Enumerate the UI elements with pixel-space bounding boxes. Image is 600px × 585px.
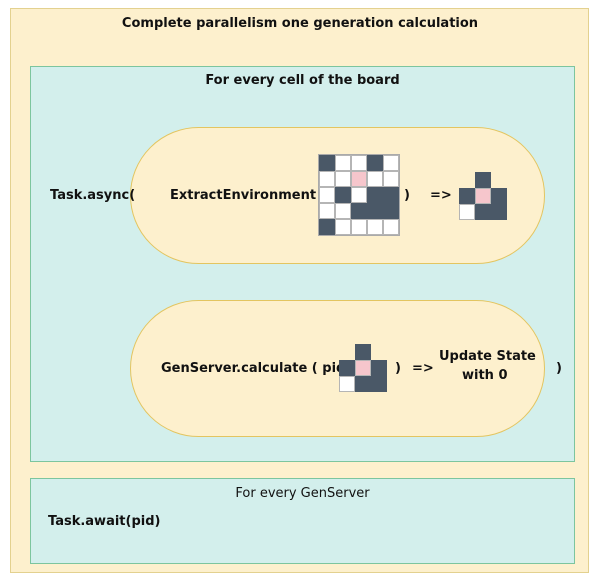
- center-cell: [355, 360, 371, 376]
- alive-cell: [459, 188, 475, 204]
- dead-cell: [383, 155, 399, 171]
- dead-cell: [335, 155, 351, 171]
- center-cell: [351, 171, 367, 187]
- extract-close-paren: ): [404, 188, 410, 203]
- alive-cell: [367, 203, 383, 219]
- arrow-1: =>: [430, 188, 452, 203]
- dead-cell: [459, 204, 475, 220]
- dead-cell: [319, 187, 335, 203]
- dead-cell: [383, 219, 399, 235]
- alive-cell: [319, 219, 335, 235]
- alive-cell: [475, 172, 491, 188]
- alive-cell: [319, 155, 335, 171]
- genserver-loop-box: [30, 478, 575, 564]
- alive-cell: [367, 187, 383, 203]
- dead-cell: [351, 155, 367, 171]
- dead-cell: [319, 203, 335, 219]
- empty-cell: [371, 344, 387, 360]
- calculate-pill: [130, 300, 545, 437]
- environment-grid: [459, 172, 507, 220]
- dead-cell: [339, 376, 355, 392]
- dead-cell: [367, 219, 383, 235]
- update-state-line2: with 0: [462, 368, 508, 383]
- dead-cell: [351, 187, 367, 203]
- alive-cell: [339, 360, 355, 376]
- alive-cell: [383, 187, 399, 203]
- alive-cell: [355, 376, 371, 392]
- center-cell: [475, 188, 491, 204]
- alive-cell: [351, 203, 367, 219]
- alive-cell: [383, 203, 399, 219]
- dead-cell: [335, 219, 351, 235]
- alive-cell: [335, 187, 351, 203]
- dead-cell: [335, 171, 351, 187]
- diagram-title: Complete parallelism one generation calc…: [121, 16, 479, 31]
- task-async-close-paren: ): [556, 361, 562, 376]
- board-grid: [318, 154, 400, 236]
- task-async-label: Task.async(: [50, 188, 136, 203]
- dead-cell: [367, 171, 383, 187]
- alive-cell: [371, 376, 387, 392]
- empty-cell: [491, 172, 507, 188]
- dead-cell: [335, 203, 351, 219]
- alive-cell: [475, 204, 491, 220]
- arrow-2: =>: [412, 361, 434, 376]
- environment-grid-argument: [339, 344, 387, 392]
- alive-cell: [371, 360, 387, 376]
- cell-loop-title: For every cell of the board: [205, 73, 400, 88]
- genserver-loop-title: For every GenServer: [235, 486, 370, 501]
- update-state-line1: Update State: [439, 349, 536, 364]
- dead-cell: [351, 219, 367, 235]
- calculate-close-paren: ): [395, 361, 401, 376]
- genserver-calculate-label: GenServer.calculate ( pid,: [161, 361, 351, 376]
- alive-cell: [367, 155, 383, 171]
- alive-cell: [491, 188, 507, 204]
- task-await-label: Task.await(pid): [48, 514, 161, 529]
- alive-cell: [355, 344, 371, 360]
- empty-cell: [339, 344, 355, 360]
- alive-cell: [491, 204, 507, 220]
- empty-cell: [459, 172, 475, 188]
- extract-environment-label: ExtractEnvironment (: [170, 188, 327, 203]
- dead-cell: [383, 171, 399, 187]
- dead-cell: [319, 171, 335, 187]
